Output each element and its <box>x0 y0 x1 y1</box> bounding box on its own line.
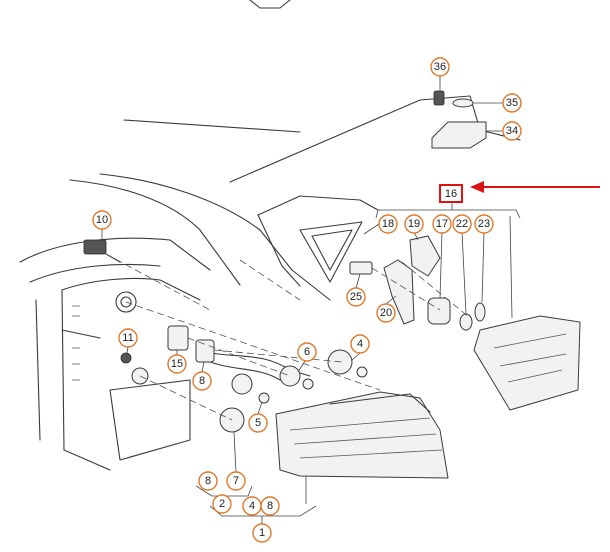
part-16-inner-lamp <box>473 315 581 411</box>
svg-text:36: 36 <box>434 61 446 73</box>
svg-text:1: 1 <box>259 527 265 539</box>
svg-text:2: 2 <box>219 498 225 510</box>
svg-text:35: 35 <box>506 97 518 109</box>
callout-5: 5 <box>248 413 268 433</box>
callout-11: 11 <box>118 328 138 348</box>
svg-text:10: 10 <box>96 214 108 226</box>
part-1-tail-lamp <box>275 391 449 479</box>
part-7-socket <box>219 373 270 433</box>
svg-text:34: 34 <box>506 125 518 137</box>
svg-text:8: 8 <box>205 475 211 487</box>
callout-2: 2 <box>212 494 232 514</box>
callout-8-bottom-left: 8 <box>198 471 218 491</box>
vehicle-body-outline <box>19 0 521 471</box>
callout-17: 17 <box>432 214 452 234</box>
svg-text:19: 19 <box>408 218 420 230</box>
callout-16-label: 16 <box>445 188 457 200</box>
svg-text:17: 17 <box>436 218 448 230</box>
callout-23: 23 <box>474 214 494 234</box>
svg-text:11: 11 <box>122 332 133 344</box>
svg-text:18: 18 <box>382 218 394 230</box>
svg-text:6: 6 <box>304 346 310 358</box>
svg-text:8: 8 <box>267 500 273 512</box>
assembly-lines <box>105 253 471 421</box>
svg-text:4: 4 <box>249 500 255 512</box>
svg-text:15: 15 <box>171 358 183 370</box>
callout-8-lower: 8 <box>260 496 280 516</box>
callout-34: 34 <box>502 121 522 141</box>
svg-text:20: 20 <box>380 307 392 319</box>
part-6-socket <box>279 365 314 390</box>
part-15-harness-plug <box>167 325 189 351</box>
svg-text:8: 8 <box>199 375 205 387</box>
callout-1: 1 <box>252 523 272 543</box>
callout-20: 20 <box>376 303 396 323</box>
part-11-grommet <box>120 352 132 364</box>
part-25-connector <box>349 261 373 275</box>
part-20-bracket <box>383 259 415 325</box>
svg-text:25: 25 <box>350 291 362 303</box>
part-36-clip <box>433 90 445 106</box>
callout-4-upper: 4 <box>350 334 370 354</box>
highlight-arrow <box>470 181 600 193</box>
part-35-bulb <box>452 98 474 108</box>
callout-18: 18 <box>378 214 398 234</box>
callout-8-middle: 8 <box>192 371 212 391</box>
part-23-bulb <box>474 302 486 322</box>
svg-text:5: 5 <box>255 417 261 429</box>
callout-19: 19 <box>404 214 424 234</box>
highlight-box-16: 16 <box>439 184 463 203</box>
svg-text:7: 7 <box>233 475 239 487</box>
callout-36: 36 <box>430 57 450 77</box>
callout-10: 10 <box>92 210 112 230</box>
callout-15: 15 <box>167 354 187 374</box>
callout-35: 35 <box>502 93 522 113</box>
part-19-holder <box>409 235 441 277</box>
part-4-bulb <box>327 349 368 378</box>
callout-4-lower: 4 <box>242 496 262 516</box>
part-10-sensor <box>83 239 121 263</box>
svg-text:23: 23 <box>478 218 490 230</box>
callout-22: 22 <box>452 214 472 234</box>
svg-text:22: 22 <box>456 218 468 230</box>
callout-7: 7 <box>226 471 246 491</box>
part-22-bulb <box>459 313 473 331</box>
part-34-plate-light <box>431 121 487 149</box>
callout-25: 25 <box>346 287 366 307</box>
callout-6: 6 <box>297 342 317 362</box>
part-17-socket <box>427 297 451 325</box>
leader-lines <box>101 76 521 524</box>
svg-text:4: 4 <box>357 338 363 350</box>
